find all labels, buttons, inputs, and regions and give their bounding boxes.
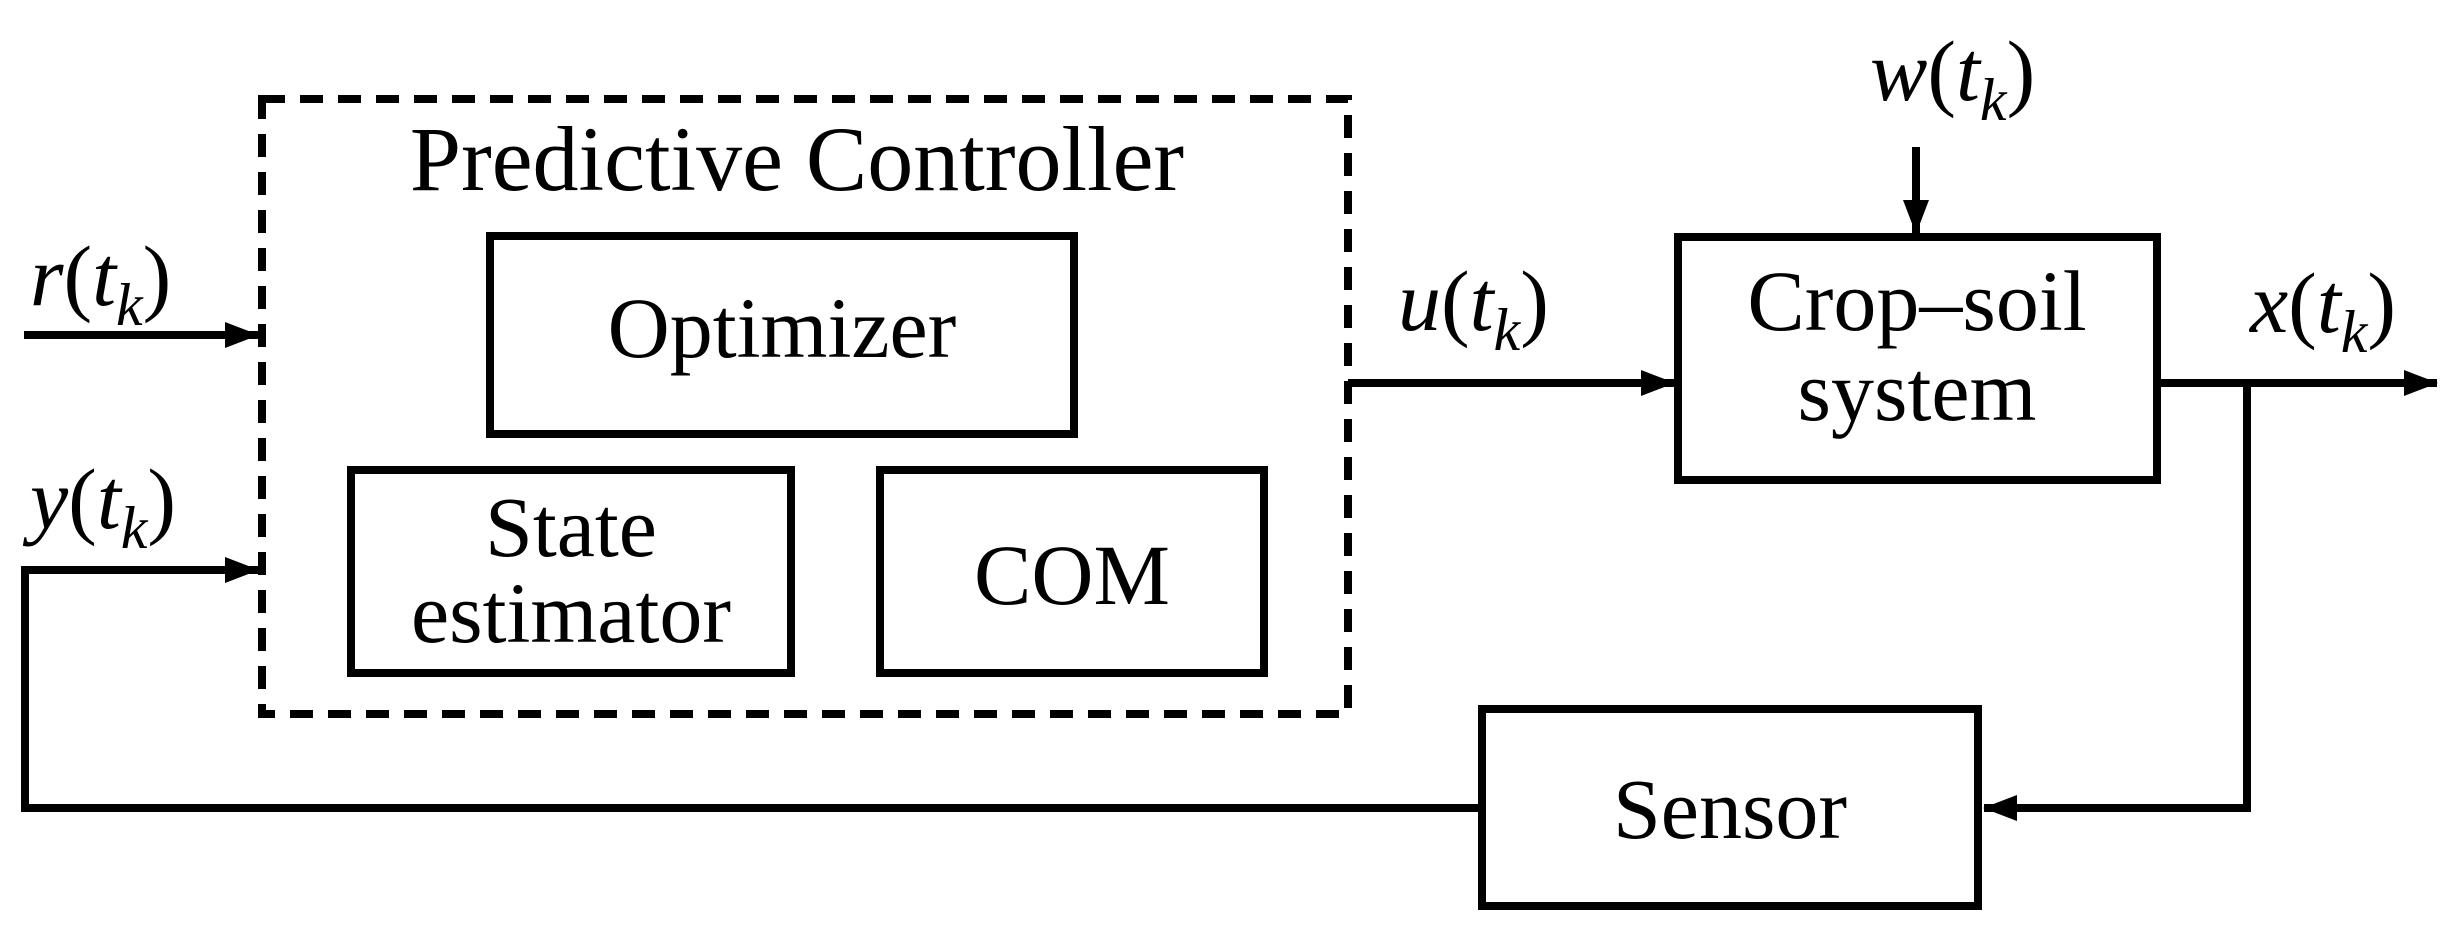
- crop-soil-label-line2: system: [1798, 343, 2037, 439]
- y-feedback-arrow: [21, 557, 1482, 812]
- crop-soil-block: [1674, 233, 2161, 484]
- y-signal-label: y(tk): [22, 451, 176, 561]
- crop-soil-label-line1: Crop–soil: [1747, 253, 2086, 349]
- predictive-controller-box: [258, 95, 1352, 718]
- state-estimator-label-line1: State: [485, 479, 657, 575]
- x-branch-to-sensor-arrow: [1983, 383, 2251, 821]
- optimizer-block: [486, 232, 1078, 438]
- state-estimator-block: [347, 466, 795, 677]
- x-signal-label: x(tk): [2248, 255, 2396, 365]
- com-label: COM: [974, 527, 1170, 623]
- optimizer-label: Optimizer: [608, 280, 957, 376]
- u-signal-label: u(tk): [1398, 253, 1549, 363]
- w-signal-label: w(tk): [1870, 23, 2035, 133]
- state-estimator-label-line2: estimator: [411, 565, 731, 661]
- predictive-controller-title: Predictive Controller: [410, 108, 1184, 210]
- com-block: [876, 466, 1268, 677]
- r-signal-label: r(tk): [30, 228, 171, 338]
- sensor-label: Sensor: [1613, 761, 1847, 857]
